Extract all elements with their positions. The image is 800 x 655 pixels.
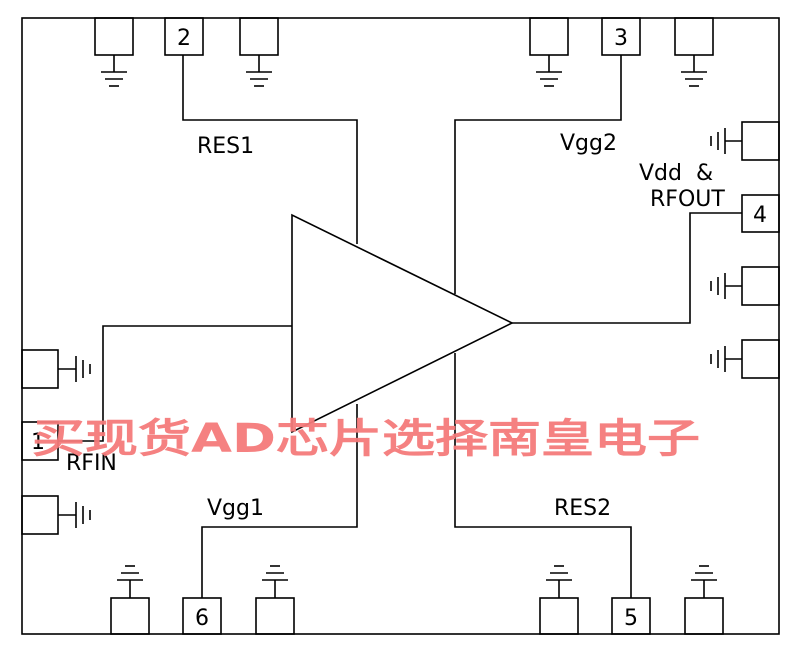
pin-1-number: 1: [31, 430, 45, 455]
pin-5-pad: 5: [611, 597, 651, 635]
ground-pad-left-1: [21, 349, 91, 389]
pin-2-number: 2: [177, 26, 191, 51]
rfout-trace: [512, 212, 742, 324]
pin-2-pad: 2: [164, 17, 204, 56]
vgg2-trace: [454, 55, 622, 294]
pin-1-pad: 1: [21, 421, 59, 461]
ground-pad-right-1: [710, 121, 780, 161]
ground-pad-bottom-3: [539, 565, 579, 635]
res2-label: RES2: [554, 496, 611, 521]
ground-pad-right-3: [710, 339, 780, 379]
res1-trace: [182, 55, 358, 244]
pin-3-pad: 3: [601, 17, 641, 56]
rfin-label: RFIN: [66, 451, 117, 476]
amplifier-triangle: [291, 213, 514, 434]
ground-pad-top-3: [529, 17, 569, 87]
ground-pad-bottom-2: [255, 565, 295, 635]
res1-label: RES1: [197, 134, 254, 159]
pin-5-number: 5: [624, 606, 638, 631]
pin-6-number: 6: [195, 606, 209, 631]
rfin-trace: [58, 325, 292, 442]
vgg1-trace: [201, 404, 358, 598]
vdd-label: Vdd &: [639, 161, 713, 186]
pin-6-pad: 6: [182, 597, 222, 635]
res2-trace: [454, 353, 632, 598]
vgg1-label: Vgg1: [207, 496, 264, 521]
ground-pad-bottom-4: [684, 565, 724, 635]
package-outline: [21, 17, 780, 635]
ground-pad-bottom-1: [110, 565, 150, 635]
ground-pad-top-4: [674, 17, 714, 87]
ground-pad-top-2: [239, 17, 279, 87]
ground-pad-right-2: [710, 266, 780, 306]
pin-4-pad: 4: [741, 194, 780, 233]
pin-4-number: 4: [753, 203, 767, 228]
ground-pad-top-1: [94, 17, 134, 87]
ground-pad-left-2: [21, 495, 91, 535]
watermark-text: 买现货AD芯片选择南皇电子: [32, 416, 700, 462]
pin-3-number: 3: [614, 26, 628, 51]
vgg2-label: Vgg2: [560, 131, 617, 156]
rfout-label: RFOUT: [650, 187, 725, 212]
